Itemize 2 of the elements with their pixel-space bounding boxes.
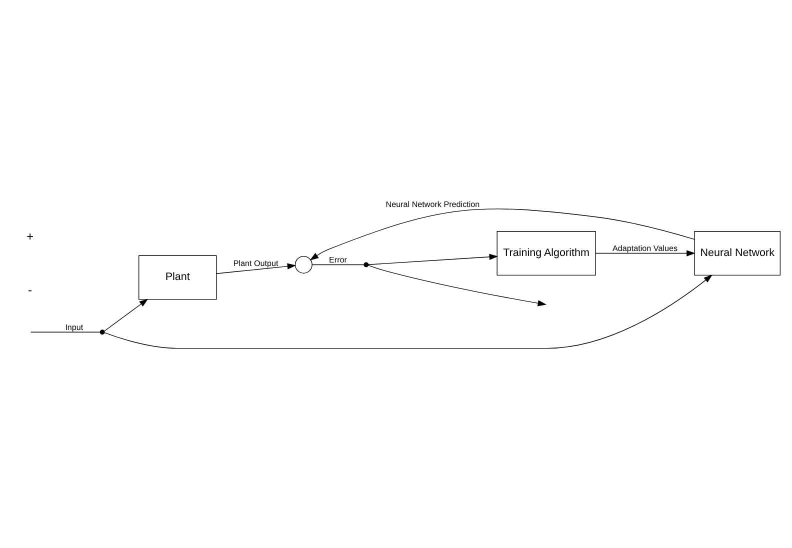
label: - bbox=[28, 282, 32, 296]
label: + bbox=[26, 229, 34, 244]
